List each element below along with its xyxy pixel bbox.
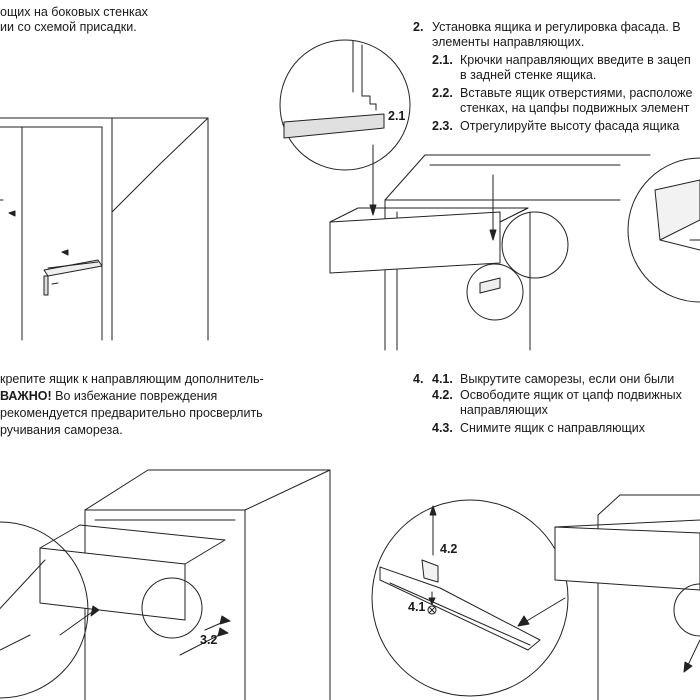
step2-sub1-line2: в задней стенке ящика.	[460, 68, 597, 82]
step2-sub2-line2: стенках, на цапфы подвижных элемент	[460, 101, 690, 115]
step4-sub1-number: 4.1.	[432, 372, 453, 386]
callout-2-1: 2.1	[388, 109, 406, 123]
step4-sub3-number: 4.3.	[432, 421, 453, 435]
callout-4-1: 4.1	[408, 600, 426, 614]
screw-icon	[62, 250, 68, 255]
step3-text-line4: ручивания самореза.	[0, 423, 123, 437]
step1-text-line1: ощих на боковых стенках	[0, 5, 148, 19]
drawer-slide-rail	[44, 260, 102, 295]
step2-sub2-line1: Вставьте ящик отверстиями, расположе	[460, 86, 693, 100]
important-label: ВАЖНО!	[0, 389, 52, 403]
step2-sub2-number: 2.2.	[432, 86, 453, 100]
step4-sub2-line2: направляющих	[460, 403, 548, 417]
step3-text-line2-rest: Во избежание повреждения	[51, 389, 218, 403]
step4-number: 4.	[413, 372, 424, 386]
figure-drawer-removal	[372, 495, 700, 700]
figure-drawer-screwing	[0, 470, 330, 700]
step4-sub1-line1: Выкрутите саморезы, если они были	[460, 372, 675, 386]
step4-sub2-number: 4.2.	[432, 388, 453, 402]
step2-sub3-number: 2.3.	[432, 119, 453, 133]
step2-title-line1: Установка ящика и регулировка фасада. В	[432, 20, 681, 34]
step3-text-line2: ВАЖНО! Во избежание повреждения	[0, 389, 217, 404]
step1-text-line2: ии со схемой присадки.	[0, 20, 137, 34]
screw-icon	[9, 211, 15, 216]
step2-number: 2.	[413, 20, 424, 34]
callout-3-2: 3.2	[200, 633, 218, 647]
figure-cabinet-slides	[0, 118, 208, 340]
step4-sub3-line1: Снимите ящик с направляющих	[460, 421, 646, 435]
step3-text-line1: крепите ящик к направляющим дополнитель-	[0, 372, 264, 386]
step3-text-line3: рекомендуется предварительно просверлить	[0, 406, 263, 420]
step2-sub1-line1: Крючки направляющих введите в зацеп	[460, 53, 691, 67]
step4-sub2-line1: Освободите ящик от цапф подвижных	[460, 388, 682, 402]
figure-drawer-insertion	[280, 40, 700, 350]
callout-4-2: 4.2	[440, 542, 458, 556]
step2-title-line2: элементы направляющих.	[432, 35, 585, 49]
step2-sub3-line1: Отрегулируйте высоту фасада ящика	[460, 119, 680, 133]
step2-sub1-number: 2.1.	[432, 53, 453, 67]
